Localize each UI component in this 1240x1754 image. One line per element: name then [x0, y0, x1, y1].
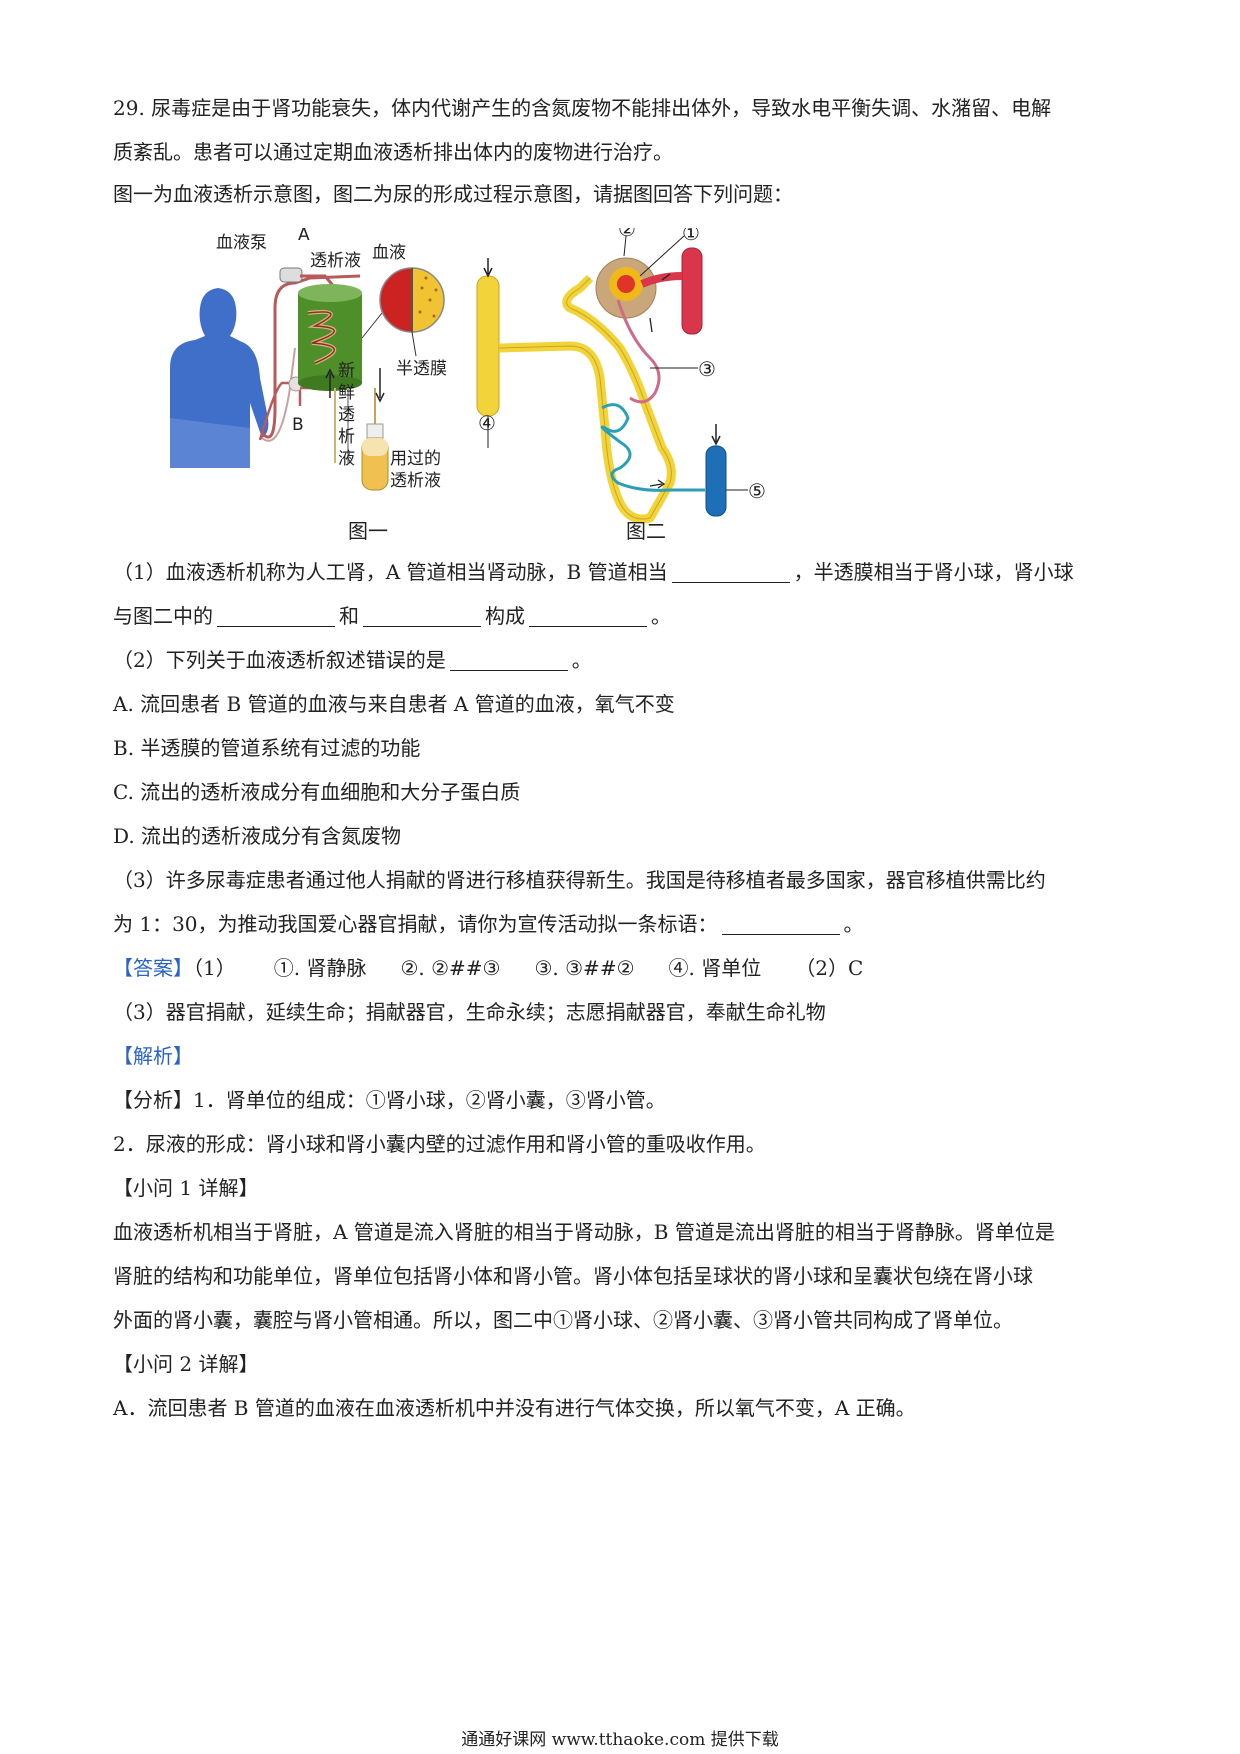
question-line-1: 29. 尿毒症是由于肾功能衰失，体内代谢产生的含氮废物不能排出体外，导致水电平衡…: [113, 96, 1052, 120]
capillary-network-icon: [600, 403, 705, 492]
analysis-q2-label: 【小问 2 详解】: [113, 1352, 259, 1376]
label-blood: 血液: [372, 243, 406, 263]
analysis-fenxi-1: 【分析】1．肾单位的组成：①肾小球，②肾小囊，③肾小管。: [113, 1088, 666, 1112]
answer-label: 【答案】: [113, 956, 193, 980]
label-dialysate: 透析液: [310, 251, 361, 271]
question-line-3: 图一为血液透析示意图，图二为尿的形成过程示意图，请据图回答下列问题：: [113, 182, 793, 206]
analysis-fenxi-2: 2．尿液的形成：肾小球和肾小囊内壁的过滤作用和肾小管的重吸收作用。: [113, 1132, 766, 1156]
part-1-line-1: （1）血液透析机称为人工肾，A 管道相当肾动脉，B 管道相当 ，半透膜相当于肾小球…: [113, 557, 1143, 587]
part-3-line-1: （3）许多尿毒症患者通过他人捐献的肾进行移植获得新生。我国是待移植者最多国家，器…: [113, 868, 1046, 892]
answer-blank-5[interactable]: [449, 650, 568, 671]
analysis-q1-line-2: 肾脏的结构和功能单位，肾单位包括肾小体和肾小管。肾小体包括呈球状的肾小球和呈囊状…: [113, 1264, 1033, 1288]
answer-line-2: （3）器官捐献，延续生命；捐献器官，生命永续；志愿捐献器官，奉献生命礼物: [113, 1000, 826, 1024]
label-fresh-2: 鲜: [338, 383, 355, 403]
label-2: ②: [618, 228, 636, 241]
analysis-q1-line-1: 血液透析机相当于肾脏，A 管道是流入肾脏的相当于肾动脉，B 管道是流出肾脏的相当…: [113, 1220, 1055, 1244]
label-b: B: [292, 415, 304, 435]
answer-blank-6[interactable]: [721, 914, 840, 935]
label-used-1: 用过的: [390, 449, 441, 469]
renal-tubule-icon: [498, 274, 676, 524]
analysis-q1-line-3: 外面的肾小囊，囊腔与肾小管相通。所以，图二中①肾小球、②肾小囊、③肾小管共同构成…: [113, 1308, 1013, 1332]
question-line-2: 质紊乱。患者可以通过定期血液透析排出体内的废物进行治疗。: [113, 140, 673, 164]
label-used-2: 透析液: [390, 471, 441, 491]
renal-vein-icon: [705, 445, 727, 517]
answer-part-1: （1）: [193, 956, 236, 980]
label-3: ③: [698, 357, 716, 381]
part-3-line-2: 为 1：30，为推动我国爱心器官捐献，请你为宣传活动拟一条标语： 。: [113, 909, 1143, 939]
label-4: ④: [478, 411, 496, 435]
label-fresh-5: 液: [338, 449, 355, 469]
renal-artery-icon: [681, 247, 703, 335]
answer-blank-2[interactable]: [217, 606, 335, 627]
answer-item-2: ②. ②##③: [400, 956, 501, 980]
label-fresh-1: 新: [338, 361, 355, 381]
figure-diagrams: 血液泵 A 透析液 血液 半透膜 B 新 鲜 透 析 液 用过的 透析液 图一: [170, 228, 766, 543]
label-a: A: [298, 228, 310, 245]
part-1-text-a: （1）血液透析机称为人工肾，A 管道相当肾动脉，B 管道相当: [113, 560, 668, 584]
answer-line-1: 【答案】（1） ①. 肾静脉 ②. ②##③ ③. ③##② ④. 肾单位 （2）C: [113, 953, 1143, 983]
option-b: B. 半透膜的管道系统有过滤的功能: [113, 736, 421, 760]
part-1-text-f: 。: [651, 604, 671, 628]
part-1-line-2: 与图二中的 和 构成 。: [113, 601, 1143, 631]
collecting-duct-icon: [476, 275, 500, 417]
answer-blank-1[interactable]: [671, 562, 790, 583]
part-1-text-d: 和: [339, 604, 359, 628]
answer-item-4: ④. 肾单位: [668, 956, 762, 980]
part-3-text-b: 为 1：30，为推动我国爱心器官捐献，请你为宣传活动拟一条标语：: [113, 912, 718, 936]
blood-pump-icon: [279, 267, 303, 283]
label-5: ⑤: [748, 479, 766, 503]
part-2-line: （2）下列关于血液透析叙述错误的是 。: [113, 645, 1143, 675]
part-3-text-c: 。: [843, 912, 864, 936]
option-d: D. 流出的透析液成分有含氮废物: [113, 824, 402, 848]
answer-blank-3[interactable]: [363, 606, 481, 627]
used-dialysate-bottle-icon: [361, 423, 389, 491]
answer-item-1: ①. 肾静脉: [273, 956, 367, 980]
page-footer: 通通好课网 www.tthaoke.com 提供下载: [461, 1730, 779, 1750]
part-2-text-a: （2）下列关于血液透析叙述错误的是: [113, 648, 446, 672]
part-1-text-e: 构成: [485, 604, 525, 628]
answer-item-3: ③. ③##②: [534, 956, 635, 980]
option-a: A. 流回患者 B 管道的血液与来自患者 A 管道的血液，氧气不变: [113, 692, 675, 716]
part-1-text-c: 与图二中的: [113, 604, 213, 628]
membrane-circle-icon: [379, 267, 445, 333]
figure-2-nephron: ② ① ③ ④ ⑤ 图二: [476, 228, 766, 543]
analysis-q1-label: 【小问 1 详解】: [113, 1176, 259, 1200]
figure-2-caption: 图二: [626, 519, 666, 543]
option-c: C. 流出的透析液成分有血细胞和大分子蛋白质: [113, 780, 521, 804]
label-fresh-3: 透: [338, 405, 355, 425]
part-2-text-b: 。: [571, 648, 592, 672]
answer-part-2: （2）C: [795, 956, 864, 980]
analysis-q2-line-1: A．流回患者 B 管道的血液在血液透析机中并没有进行气体交换，所以氧气不变，A …: [113, 1396, 916, 1420]
label-1: ①: [682, 228, 700, 245]
dialyzer-cylinder-icon: [298, 284, 362, 391]
part-1-text-b: ，半透膜相当于肾小球，肾小球: [793, 560, 1074, 584]
label-blood-pump: 血液泵: [216, 233, 267, 253]
figure-1-caption: 图一: [348, 519, 388, 543]
figure-1-dialysis: 血液泵 A 透析液 血液 半透膜 B 新 鲜 透 析 液 用过的 透析液 图一: [170, 228, 447, 543]
analysis-label: 【解析】: [113, 1044, 193, 1068]
label-membrane: 半透膜: [396, 359, 447, 379]
label-fresh-4: 析: [338, 427, 355, 447]
answer-blank-4[interactable]: [529, 606, 647, 627]
